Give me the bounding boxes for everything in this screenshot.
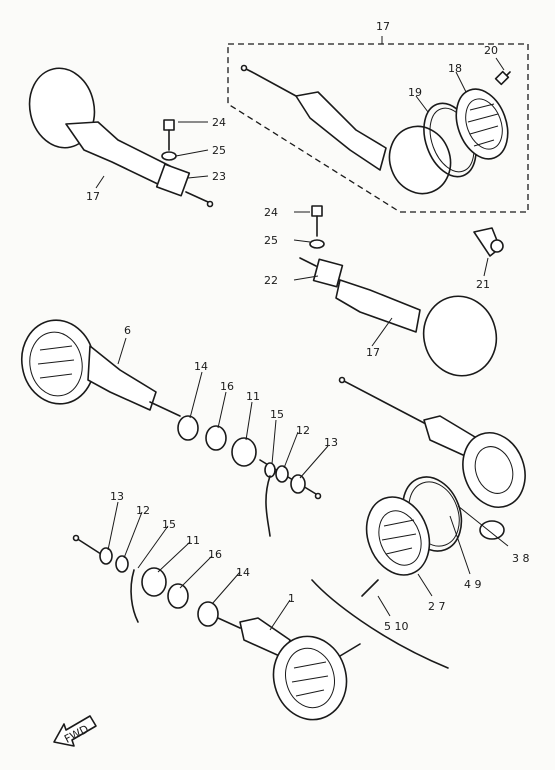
callout-19: 19 bbox=[408, 86, 422, 99]
callout-17-left: 17 bbox=[86, 190, 100, 203]
callout-4-9: 4 9 bbox=[464, 578, 482, 591]
callout-16-a: 16 bbox=[220, 380, 234, 393]
callout-1: 1 bbox=[288, 592, 295, 605]
callout-18: 18 bbox=[448, 62, 462, 75]
callout-3-8: 3 8 bbox=[512, 552, 530, 565]
callout-2-7: 2 7 bbox=[428, 600, 446, 613]
turn-signal-assembly-1 bbox=[72, 534, 449, 721]
turn-signal-assembly-middle bbox=[299, 205, 504, 377]
turn-signal-assembly-6 bbox=[21, 319, 322, 537]
callout-6: 6 bbox=[124, 324, 131, 337]
callout-24-a: 24 bbox=[212, 116, 226, 129]
forward-arrow-icon bbox=[53, 715, 97, 747]
callout-17-mid: 17 bbox=[366, 346, 380, 359]
callout-23: 23 bbox=[212, 170, 226, 183]
callout-11-a: 11 bbox=[246, 390, 260, 403]
callout-14-a: 14 bbox=[194, 360, 208, 373]
callout-15-a: 15 bbox=[270, 408, 284, 421]
detail-box bbox=[227, 43, 529, 213]
callout-25-a: 25 bbox=[212, 144, 226, 157]
callout-22: 22 bbox=[264, 274, 278, 287]
callout-24-b: 24 bbox=[264, 206, 278, 219]
callout-17-top: 17 bbox=[376, 20, 390, 33]
leader-lines bbox=[95, 57, 509, 631]
callout-20: 20 bbox=[484, 44, 498, 57]
callout-21: 21 bbox=[476, 278, 490, 291]
callout-15-b: 15 bbox=[162, 518, 176, 531]
turn-signal-assembly-upper-left bbox=[28, 67, 214, 208]
callout-11-b: 11 bbox=[186, 534, 200, 547]
turn-signal-assembly-right bbox=[338, 376, 526, 597]
callout-13-b: 13 bbox=[110, 490, 124, 503]
callout-12-a: 12 bbox=[296, 424, 310, 437]
callout-5-10: 5 10 bbox=[384, 620, 409, 633]
callout-25-b: 25 bbox=[264, 234, 278, 247]
callout-13-a: 13 bbox=[324, 436, 338, 449]
fwd-label: FWD bbox=[62, 722, 91, 746]
turn-signal-assembly-top bbox=[240, 64, 511, 195]
callout-16-b: 16 bbox=[208, 548, 222, 561]
callout-14-b: 14 bbox=[236, 566, 250, 579]
callout-12-b: 12 bbox=[136, 504, 150, 517]
